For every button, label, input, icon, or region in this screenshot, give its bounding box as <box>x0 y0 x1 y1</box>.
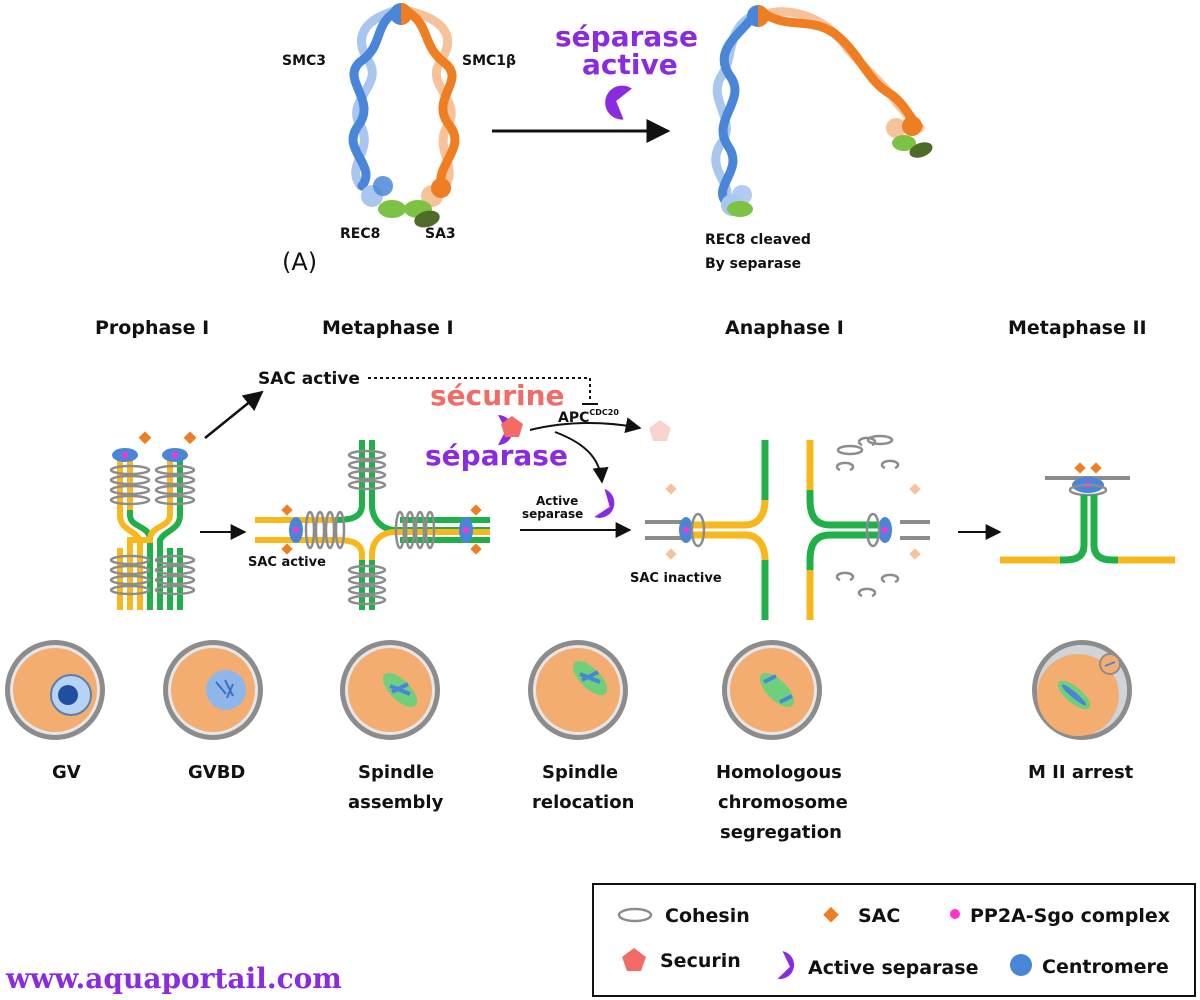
cell-label-segregation: segregation <box>720 822 842 843</box>
securin-icon <box>622 948 646 971</box>
legend-box <box>592 883 1196 997</box>
cohesin-icon <box>617 907 653 923</box>
legend-centromere: Centromere <box>1042 956 1169 978</box>
overlay-active: active <box>582 48 678 81</box>
overlay-separase-pathway: séparase <box>425 439 568 472</box>
cell-label-spindle-assembly-2: assembly <box>348 792 444 813</box>
cell-gvbd <box>163 640 263 740</box>
rec8-cleaved-label: REC8 cleaved <box>705 232 811 248</box>
legend-separase: Active separase <box>808 957 978 979</box>
separase-icon <box>777 951 795 979</box>
cell-gv <box>5 640 105 740</box>
pp2a-icon <box>950 909 960 919</box>
cohesin-ring-cleaved <box>711 5 933 217</box>
sac-icon <box>823 906 839 923</box>
cohesin-ring-intact <box>348 3 460 228</box>
metaphase-bivalent <box>255 440 490 610</box>
degraded-securin-icon <box>649 420 671 441</box>
separase-release-arrow <box>554 431 609 484</box>
active-separase-line1: Active <box>536 494 578 508</box>
sac-active-left-label: SAC active <box>248 555 326 570</box>
stage-metaphase-i: Metaphase I <box>322 317 454 339</box>
metaphase-ii-chromosome <box>1000 462 1175 564</box>
overlay-separase: séparase <box>555 20 698 53</box>
cell-homologous-segregation <box>722 640 822 740</box>
cell-label-spindle-relocation-2: relocation <box>532 792 634 813</box>
smc3-label: SMC3 <box>282 53 326 69</box>
securin-release-arrow <box>529 417 642 434</box>
sac-active-top-label: SAC active <box>258 369 360 389</box>
overlay-securine: sécurine <box>430 379 565 412</box>
panel-a-label: (A) <box>282 248 317 276</box>
legend-cohesin: Cohesin <box>665 905 750 927</box>
by-separase-label: By separase <box>705 256 801 272</box>
cell-label-spindle-relocation-1: Spindle <box>542 762 618 783</box>
cell-label-spindle-assembly-1: Spindle <box>358 762 434 783</box>
smc1b-label: SMC1β <box>462 53 516 69</box>
oocyte-cells <box>5 640 1132 740</box>
rec8-label: REC8 <box>340 226 380 242</box>
securin-separase-complex <box>498 415 523 445</box>
anaphase-chromosomes <box>645 434 930 620</box>
active-separase-line2: separase <box>522 507 583 521</box>
sac-inactive-label: SAC inactive <box>630 571 722 586</box>
sa3-label: SA3 <box>425 226 456 242</box>
centromere-icon <box>1010 954 1032 976</box>
legend-pp2a: PP2A-Sgo complex <box>970 905 1170 927</box>
cell-label-mii-arrest: M II arrest <box>1028 762 1134 783</box>
watermark: www.aquaportail.com <box>5 962 342 995</box>
legend-sac: SAC <box>858 905 900 927</box>
prophase-to-sac-arrow <box>204 390 264 439</box>
stage-metaphase-ii: Metaphase II <box>1008 317 1147 339</box>
legend-securin: Securin <box>660 950 741 972</box>
cell-label-gv: GV <box>52 762 81 783</box>
active-separase-icon <box>605 85 632 120</box>
cell-mii-arrest <box>1032 640 1132 740</box>
cell-label-gvbd: GVBD <box>188 762 245 783</box>
cell-spindle-relocation <box>528 640 628 740</box>
prophase-bivalent <box>109 431 197 610</box>
cell-label-homologous: Homologous <box>716 762 842 783</box>
active-separase-icon-2 <box>594 488 615 518</box>
stage-anaphase-i: Anaphase I <box>725 317 844 339</box>
cell-spindle-assembly <box>340 640 440 740</box>
cell-label-chromosome: chromosome <box>718 792 848 813</box>
stage-prophase-i: Prophase I <box>95 317 209 339</box>
